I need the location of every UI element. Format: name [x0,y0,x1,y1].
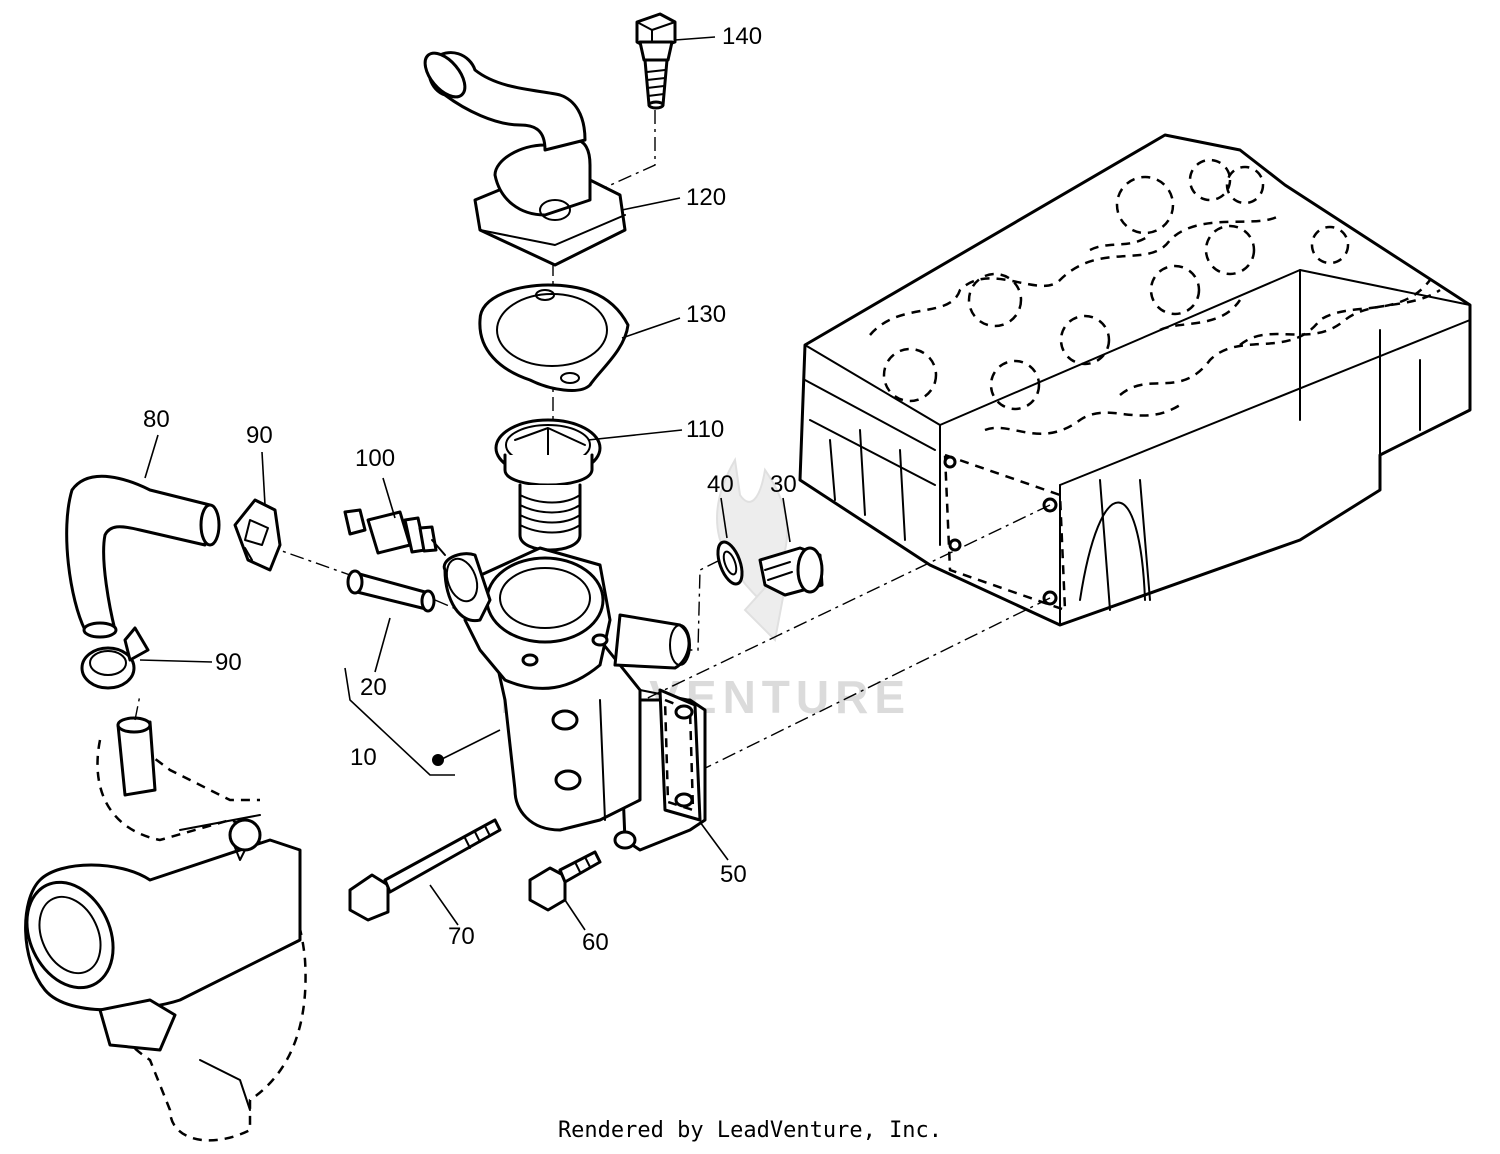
render-credit: Rendered by LeadVenture, Inc. [557,1118,943,1143]
part-20-pipe [346,569,436,613]
label-80: 80 [143,406,170,433]
part-90-clamp-upper [233,498,282,572]
part-number-labels: 140 120 130 110 100 80 90 90 40 30 20 10… [143,23,797,956]
reference-dot [432,754,444,766]
part-30-plug [758,546,824,597]
label-60: 60 [582,929,609,956]
label-50: 50 [720,861,747,888]
part-130-gasket [478,283,630,392]
part-110-thermostat [494,418,602,552]
label-140: 140 [722,23,762,50]
water-pump-housing [24,716,307,1142]
label-30: 30 [770,471,797,498]
label-90-upper: 90 [246,422,273,449]
part-120-thermostat-cover [423,51,627,267]
label-110: 110 [686,416,724,443]
part-140-bolt [635,12,677,110]
leader-lines [139,36,791,931]
label-90-lower: 90 [215,649,242,676]
label-100: 100 [355,445,395,472]
label-70: 70 [448,923,475,950]
label-20: 20 [360,674,387,701]
part-10-water-flange [442,546,707,852]
label-10: 10 [350,744,377,771]
part-70-long-bolt [348,818,502,922]
part-90-clamp-lower [80,626,150,690]
label-120: 120 [686,184,726,211]
part-80-hose [65,474,221,639]
part-50-gasket [658,688,702,822]
part-40-washer [716,540,744,586]
label-40: 40 [707,471,734,498]
part-100-temperature-sensor [343,508,446,556]
engine-block [798,133,1472,627]
label-130: 130 [686,301,726,328]
